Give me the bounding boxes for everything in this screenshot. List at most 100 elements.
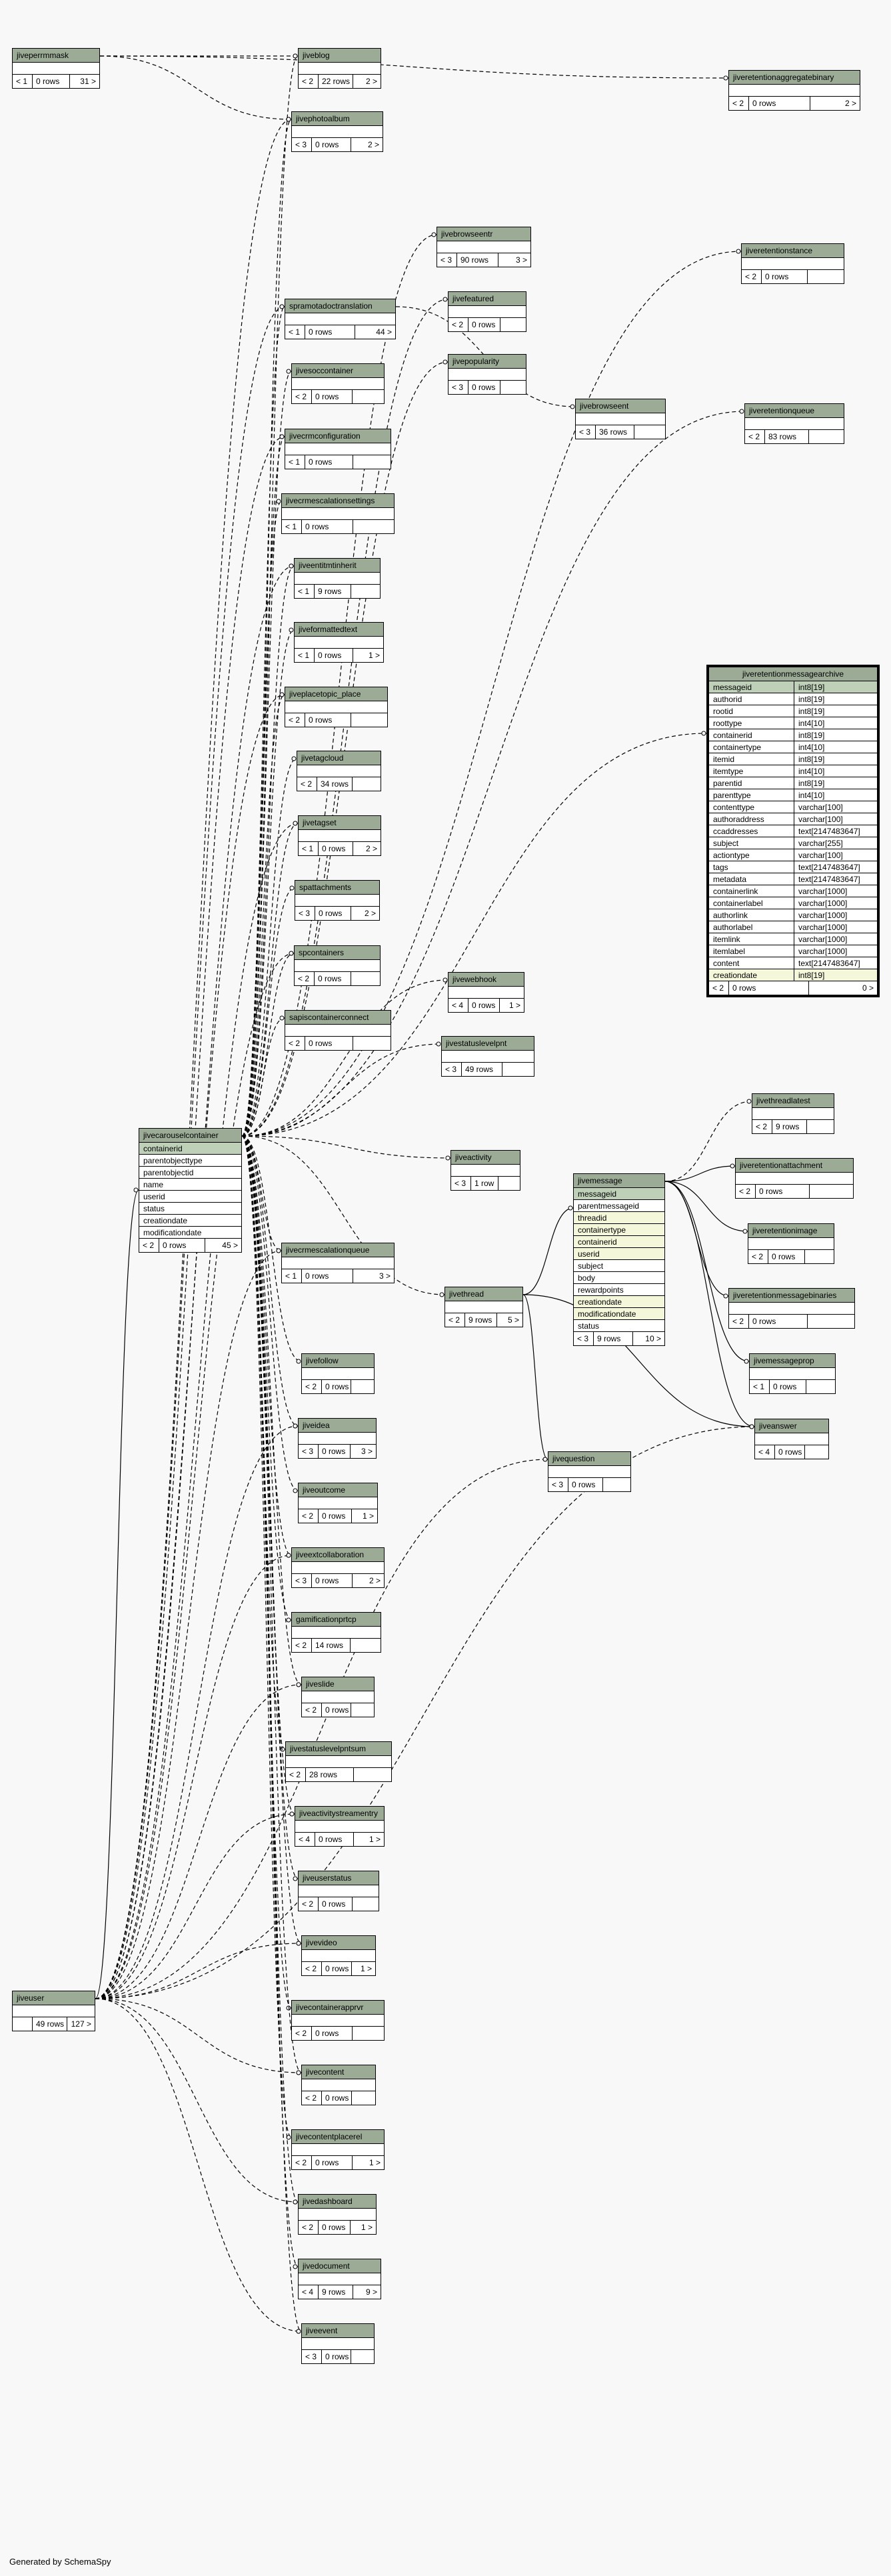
table-title[interactable]: jivemessage	[574, 1174, 664, 1188]
table-title[interactable]: jivecarouselcontainer	[139, 1129, 241, 1143]
table-title[interactable]: jiveretentionmessagebinaries	[729, 1289, 854, 1303]
table-title[interactable]: jiveanswer	[755, 1419, 828, 1433]
table-title[interactable]: jiveidea	[299, 1419, 376, 1433]
table-title[interactable]: jiveextcollaboration	[292, 1548, 384, 1562]
table-title[interactable]: jivetagcloud	[297, 751, 381, 765]
table-title[interactable]: jivedocument	[299, 2259, 381, 2273]
table-title[interactable]: jivestatuslevelpntsum	[286, 1742, 391, 1756]
table-title[interactable]: jivestatuslevelpnt	[442, 1037, 534, 1051]
table-title[interactable]: jiveretentionaggregatebinary	[729, 71, 860, 85]
table-title[interactable]: sapiscontainerconnect	[285, 1011, 391, 1025]
table-title[interactable]: jiveblog	[299, 49, 381, 63]
table-title[interactable]: jivebrowseent	[576, 399, 665, 413]
table-title[interactable]: jivecrmconfiguration	[285, 429, 391, 443]
table-title[interactable]: jiveperrmmask	[13, 49, 99, 63]
table-title[interactable]: spramotadoctranslation	[285, 299, 395, 313]
table-title[interactable]: jivebrowseentr	[437, 227, 530, 241]
table-title[interactable]: jiveretentionattachment	[736, 1159, 853, 1173]
table-title[interactable]: jivemessageprop	[750, 1354, 835, 1368]
table-title[interactable]: jiveoutcome	[299, 1483, 377, 1497]
table-title[interactable]: jivephotoalbum	[292, 112, 383, 126]
table-title[interactable]: jiveretentionqueue	[745, 404, 844, 418]
table-title[interactable]: jiveactivitystreamentry	[295, 1807, 384, 1821]
table-title[interactable]: jivecrmescalationqueue	[282, 1243, 394, 1257]
table-title[interactable]: jivecontainerapprvr	[292, 2001, 384, 2015]
table-title[interactable]: jivecontent	[302, 2065, 375, 2079]
table-title[interactable]: jivepopularity	[448, 355, 526, 369]
table-title[interactable]: jiveretentionimage	[748, 1224, 834, 1238]
table-title[interactable]: jiveformattedtext	[295, 623, 383, 637]
table-title[interactable]: jiveretentionmessagearchive	[709, 667, 877, 681]
table-title[interactable]: jivefeatured	[448, 292, 526, 306]
table-title[interactable]: jivedashboard	[299, 2195, 376, 2209]
table-title[interactable]: jivethread	[445, 1287, 522, 1301]
table-title[interactable]: jivefollow	[302, 1354, 374, 1368]
table-title[interactable]: jiveentitmtinherit	[295, 559, 380, 573]
table-title[interactable]: jivecontentplacerel	[292, 2130, 384, 2144]
table-title[interactable]: jivevideo	[302, 1936, 375, 1950]
table-title[interactable]: jivewebhook	[448, 973, 524, 987]
table-title[interactable]: jiveretentionstance	[742, 244, 844, 258]
table-title[interactable]: jiveuser	[13, 1991, 95, 2005]
table-title[interactable]: jiveevent	[302, 2324, 374, 2338]
table-title[interactable]: jiveuserstatus	[299, 1871, 379, 1885]
table-title[interactable]: jiveslide	[302, 1677, 374, 1691]
table-title[interactable]: jivetagset	[299, 816, 381, 830]
table-title[interactable]: jivethreadlatest	[752, 1094, 834, 1108]
table-title[interactable]: jiveactivity	[451, 1151, 520, 1165]
table-title[interactable]: jivequestion	[548, 1452, 630, 1466]
table-title[interactable]: jivesoccontainer	[292, 364, 384, 378]
table-title[interactable]: spattachments	[295, 881, 379, 895]
